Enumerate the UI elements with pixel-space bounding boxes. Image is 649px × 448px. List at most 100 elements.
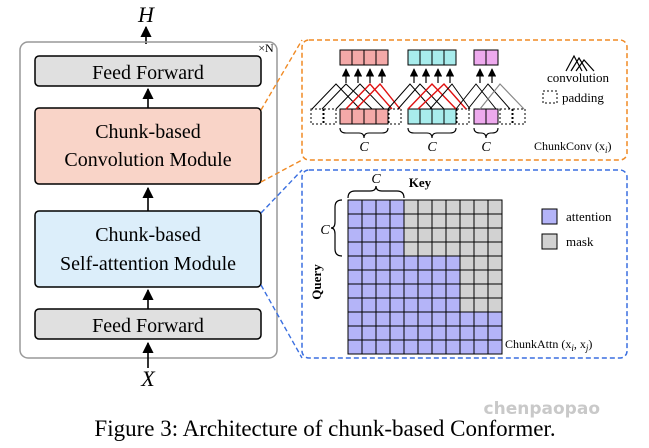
mask-cell <box>445 199 461 215</box>
conv-zoom-connector <box>260 39 303 111</box>
mask-cell <box>487 241 503 257</box>
mask-cell <box>403 241 419 257</box>
chunk-conv-panel <box>301 39 628 161</box>
feed-forward-bottom <box>34 308 262 340</box>
mask-cell <box>473 297 489 313</box>
feed-forward-top-label: Feed Forward <box>92 62 204 84</box>
attention-cell <box>445 339 461 355</box>
mask-cell <box>487 297 503 313</box>
padding-frame <box>310 108 324 125</box>
attention-cell <box>347 297 363 313</box>
chunk-attn-panel <box>301 169 628 359</box>
input-frame <box>375 108 389 125</box>
attention-cell <box>403 283 419 299</box>
attention-cell <box>459 339 475 355</box>
attention-cell <box>375 199 391 215</box>
figure-caption: Figure 3: Architecture of chunk-based Co… <box>94 416 555 441</box>
attention-cell <box>431 283 447 299</box>
padding-frame <box>456 108 470 125</box>
mask-cell <box>459 255 475 271</box>
attention-cell <box>361 199 377 215</box>
attention-cell <box>431 255 447 271</box>
chunk-conv-func-label: ChunkConv (xi) <box>534 139 612 155</box>
mask-cell <box>431 213 447 229</box>
chunk-size-label: C <box>481 140 491 155</box>
mask-cell <box>487 227 503 243</box>
attention-cell <box>389 213 405 229</box>
attention-cell <box>361 325 377 341</box>
attention-cell <box>375 255 391 271</box>
attention-cell <box>417 311 433 327</box>
output-frame <box>485 49 499 66</box>
attention-cell <box>361 339 377 355</box>
output-frame <box>473 49 487 66</box>
attention-cell <box>361 227 377 243</box>
watermark: chenpaopao <box>484 399 600 419</box>
attention-cell <box>389 283 405 299</box>
attention-cell <box>389 269 405 285</box>
attention-cell <box>403 339 419 355</box>
attention-cell <box>375 227 391 243</box>
attention-cell <box>417 255 433 271</box>
attention-cell <box>375 269 391 285</box>
mask-cell <box>445 227 461 243</box>
mask-cell <box>487 213 503 229</box>
attention-cell <box>487 325 503 341</box>
convolution-legend: convolution padding <box>542 54 610 105</box>
conv-module-line2: Convolution Module <box>64 149 231 171</box>
attention-cell <box>445 311 461 327</box>
attention-cell <box>403 311 419 327</box>
attention-cell <box>403 255 419 271</box>
mask-cell <box>459 241 475 257</box>
attention-cell <box>473 339 489 355</box>
attention-cell <box>347 255 363 271</box>
mask-cell <box>487 269 503 285</box>
attention-cell <box>361 283 377 299</box>
attention-cell <box>347 199 363 215</box>
attention-cell <box>361 255 377 271</box>
svg-text:padding: padding <box>562 90 604 105</box>
attention-cell <box>347 241 363 257</box>
input-frame <box>443 108 457 125</box>
attention-cell <box>347 283 363 299</box>
attention-cell <box>347 227 363 243</box>
mask-cell <box>473 255 489 271</box>
attention-cell <box>361 311 377 327</box>
attention-cell <box>361 213 377 229</box>
attn-module-line2: Self-attention Module <box>60 253 236 275</box>
attention-cell <box>473 311 489 327</box>
query-label: Query <box>309 264 324 300</box>
attention-cell <box>389 297 405 313</box>
chunk-conv-module <box>34 107 262 185</box>
attention-cell <box>389 339 405 355</box>
attention-cell <box>431 297 447 313</box>
mask-cell <box>445 213 461 229</box>
attention-cell <box>445 325 461 341</box>
attention-cell <box>459 325 475 341</box>
mask-cell <box>473 227 489 243</box>
attention-cell <box>375 241 391 257</box>
attention-cell <box>389 311 405 327</box>
mask-cell <box>473 199 489 215</box>
input-frame <box>431 108 445 125</box>
mask-cell <box>473 213 489 229</box>
attention-cell <box>389 199 405 215</box>
input-frame <box>485 108 499 125</box>
mask-cell <box>459 199 475 215</box>
attention-cell <box>347 311 363 327</box>
attention-cell <box>347 269 363 285</box>
mask-cell <box>403 227 419 243</box>
attention-cell <box>347 339 363 355</box>
mask-cell <box>431 241 447 257</box>
mask-cell <box>487 199 503 215</box>
attention-cell <box>431 339 447 355</box>
input-frame <box>407 108 421 125</box>
attention-cell <box>473 325 489 341</box>
mask-cell <box>473 241 489 257</box>
mask-cell <box>417 213 433 229</box>
attention-cell <box>445 269 461 285</box>
output-frame <box>339 49 353 66</box>
attention-cell <box>361 297 377 313</box>
